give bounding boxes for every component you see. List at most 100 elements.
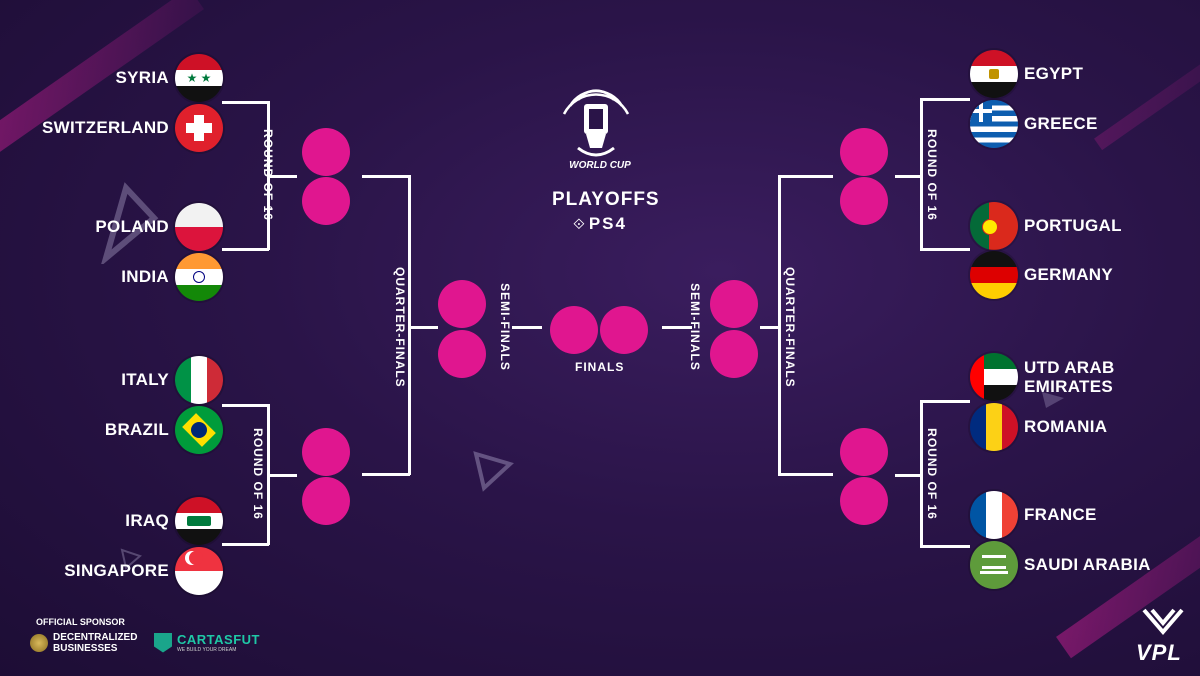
- world-cup-trophy-logo: [556, 82, 636, 182]
- team-name: INDIA: [121, 267, 169, 286]
- semi-finals-label: SEMI-FINALS: [498, 283, 512, 371]
- team-name: FRANCE: [1024, 505, 1097, 524]
- bracket-line: [408, 175, 411, 475]
- team-name: SAUDI ARABIA: [1024, 555, 1151, 574]
- round-of-16-label: ROUND OF 16: [925, 428, 939, 520]
- team-name: ITALY: [121, 370, 169, 389]
- match-slot: [840, 428, 888, 476]
- triangle-decoration: [101, 182, 159, 264]
- bracket-line: [895, 474, 923, 477]
- sponsor-tagline: WE BUILD YOUR DREAM: [177, 647, 237, 653]
- team-germany: GERMANY: [970, 251, 1113, 299]
- team-switzerland: SWITZERLAND: [42, 104, 223, 152]
- bracket-line: [662, 326, 692, 329]
- syria-flag-icon: ★ ★: [175, 54, 223, 102]
- platform-label: PS4: [588, 214, 627, 233]
- match-slot: [302, 128, 350, 176]
- triangle-decoration: [120, 548, 142, 570]
- team-name: SINGAPORE: [64, 561, 169, 580]
- india-flag-icon: [175, 253, 223, 301]
- quarter-finals-label: QUARTER-FINALS: [393, 267, 407, 388]
- semi-finals-label: SEMI-FINALS: [688, 283, 702, 371]
- france-flag-icon: [970, 491, 1018, 539]
- match-slot: [840, 477, 888, 525]
- match-slot: [710, 330, 758, 378]
- iraq-flag-icon: [175, 497, 223, 545]
- uae-flag-icon: [970, 353, 1018, 401]
- bracket-line: [920, 248, 970, 251]
- team-name: PORTUGAL: [1024, 216, 1122, 235]
- team-greece: GREECE: [970, 100, 1098, 148]
- poland-flag-icon: [175, 203, 223, 251]
- bracket-line: [362, 473, 410, 476]
- team-name: IRAQ: [125, 511, 169, 530]
- platform-badge: ⟐ PS4: [558, 214, 642, 234]
- bracket-line: [920, 400, 923, 547]
- triangle-decoration: [1042, 392, 1064, 408]
- team-name: BRAZIL: [104, 420, 169, 439]
- romania-flag-icon: [970, 403, 1018, 451]
- team-iraq: IRAQ: [125, 497, 223, 545]
- round-of-16-label: ROUND OF 16: [251, 428, 265, 520]
- italy-flag-icon: [175, 356, 223, 404]
- round-of-16-label: ROUND OF 16: [261, 129, 275, 221]
- switzerland-flag-icon: [175, 104, 223, 152]
- team-india: INDIA: [121, 253, 223, 301]
- bg-stripe: [1094, 23, 1200, 151]
- bracket-line: [222, 543, 269, 546]
- sponsor-name: CARTASFUT: [177, 632, 260, 647]
- team-name: UTD ARAB EMIRATES: [1024, 358, 1115, 396]
- page-title: PLAYOFFS: [552, 189, 660, 210]
- bracket-line: [267, 474, 297, 477]
- bracket-line: [408, 326, 438, 329]
- world-cup-label: WORLD CUP: [569, 160, 631, 171]
- sponsor-label: OFFICIAL SPONSOR: [36, 617, 125, 627]
- bracket-line: [895, 175, 923, 178]
- playstation-icon: ⟐: [573, 215, 585, 233]
- bracket-line: [362, 175, 410, 178]
- bracket-line: [267, 175, 297, 178]
- team-italy: ITALY: [121, 356, 223, 404]
- bracket-line: [760, 326, 780, 329]
- bracket-line: [512, 326, 542, 329]
- portugal-flag-icon: [970, 202, 1018, 250]
- bracket-line: [222, 101, 269, 104]
- match-slot: [438, 280, 486, 328]
- team-name: SWITZERLAND: [41, 118, 169, 137]
- team-poland: POLAND: [95, 203, 223, 251]
- match-slot: [302, 477, 350, 525]
- bracket-line: [920, 98, 970, 101]
- team-saudi-arabia: SAUDI ARABIA: [970, 541, 1151, 589]
- match-slot: [840, 177, 888, 225]
- team-romania: ROMANIA: [970, 403, 1107, 451]
- match-slot: [302, 177, 350, 225]
- finals-label: FINALS: [575, 360, 625, 374]
- team-name: EGYPT: [1024, 64, 1084, 83]
- bracket-line: [778, 175, 833, 178]
- shield-icon: [154, 632, 172, 653]
- brazil-flag-icon: [175, 406, 223, 454]
- singapore-flag-icon: [175, 547, 223, 595]
- team-name: POLAND: [95, 217, 169, 236]
- coin-icon: [30, 634, 48, 652]
- round-of-16-label: ROUND OF 16: [925, 129, 939, 221]
- match-slot: [840, 128, 888, 176]
- greece-flag-icon: [970, 100, 1018, 148]
- team-france: FRANCE: [970, 491, 1097, 539]
- team-brazil: BRAZIL: [105, 406, 223, 454]
- bracket-line: [920, 545, 970, 548]
- vpl-logo-icon: [1138, 606, 1188, 636]
- bracket-line: [920, 98, 923, 250]
- quarter-finals-label: QUARTER-FINALS: [783, 267, 797, 388]
- match-slot: [302, 428, 350, 476]
- team-name: GREECE: [1024, 114, 1098, 133]
- match-slot: [710, 280, 758, 328]
- sponsor-decentralized-businesses: DECENTRALIZED BUSINESSES: [30, 632, 153, 654]
- saudi-arabia-flag-icon: [970, 541, 1018, 589]
- sponsor-cartasfut: CARTASFUT WE BUILD YOUR DREAM: [154, 632, 260, 653]
- final-slot: [550, 306, 598, 354]
- team-portugal: PORTUGAL: [970, 202, 1122, 250]
- bracket-line: [920, 400, 970, 403]
- final-slot: [600, 306, 648, 354]
- match-slot: [438, 330, 486, 378]
